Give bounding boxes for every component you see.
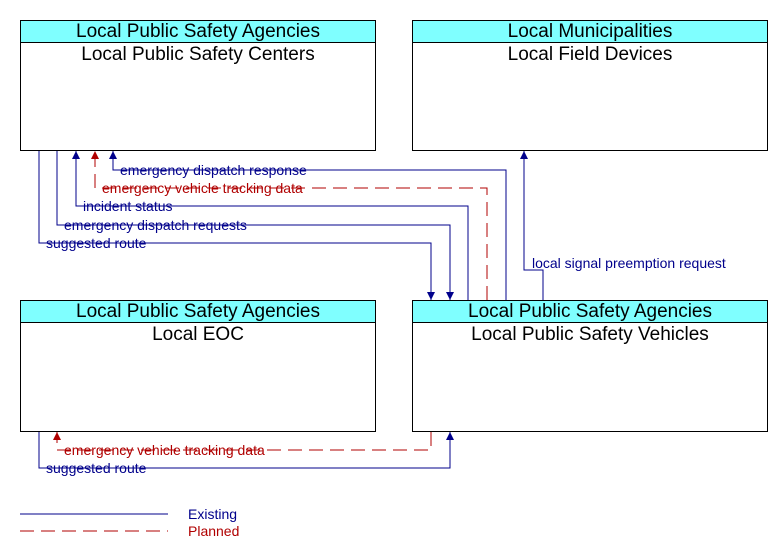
- node-local-public-safety-vehicles[interactable]: Local Public Safety Agencies Local Publi…: [412, 300, 768, 432]
- node-group-label: Local Public Safety Agencies: [21, 21, 375, 43]
- flow-label: emergency dispatch requests: [64, 217, 247, 233]
- node-group-label: Local Municipalities: [413, 21, 767, 43]
- flow-label: emergency dispatch response: [120, 162, 307, 178]
- node-group-label: Local Public Safety Agencies: [413, 301, 767, 323]
- flow-label: emergency vehicle tracking data: [102, 180, 303, 196]
- flow-label: incident status: [83, 198, 173, 214]
- flow-label: local signal preemption request: [532, 255, 726, 271]
- legend-existing-label: Existing: [188, 506, 238, 522]
- node-local-field-devices[interactable]: Local Municipalities Local Field Devices: [412, 20, 768, 151]
- node-title: Local Public Safety Centers: [81, 44, 315, 65]
- node-title: Local Field Devices: [507, 44, 673, 65]
- node-local-eoc[interactable]: Local Public Safety Agencies Local EOC: [20, 300, 376, 432]
- node-local-public-safety-centers[interactable]: Local Public Safety Agencies Local Publi…: [20, 20, 376, 151]
- flow-label: suggested route: [46, 460, 147, 476]
- node-title: Local Public Safety Vehicles: [471, 324, 709, 345]
- flow-local-signal-preemption-request[interactable]: local signal preemption request: [520, 151, 726, 300]
- node-group-label: Local Public Safety Agencies: [21, 301, 375, 323]
- flow-suggested-route-psc[interactable]: suggested route: [38, 151, 435, 300]
- flow-suggested-route-eoc[interactable]: suggested route: [38, 432, 454, 476]
- flow-incident-status[interactable]: incident status: [72, 151, 469, 300]
- node-title: Local EOC: [152, 324, 244, 345]
- flow-emergency-vehicle-tracking-data-psc[interactable]: emergency vehicle tracking data: [91, 151, 488, 300]
- flow-emergency-dispatch-response[interactable]: emergency dispatch response: [109, 151, 507, 300]
- flow-label: suggested route: [46, 235, 147, 251]
- legend-planned-label: Planned: [188, 523, 240, 539]
- flow-emergency-dispatch-requests[interactable]: emergency dispatch requests: [56, 151, 454, 300]
- flow-label: emergency vehicle tracking data: [64, 442, 265, 458]
- flow-emergency-vehicle-tracking-data-eoc[interactable]: emergency vehicle tracking data: [53, 432, 432, 458]
